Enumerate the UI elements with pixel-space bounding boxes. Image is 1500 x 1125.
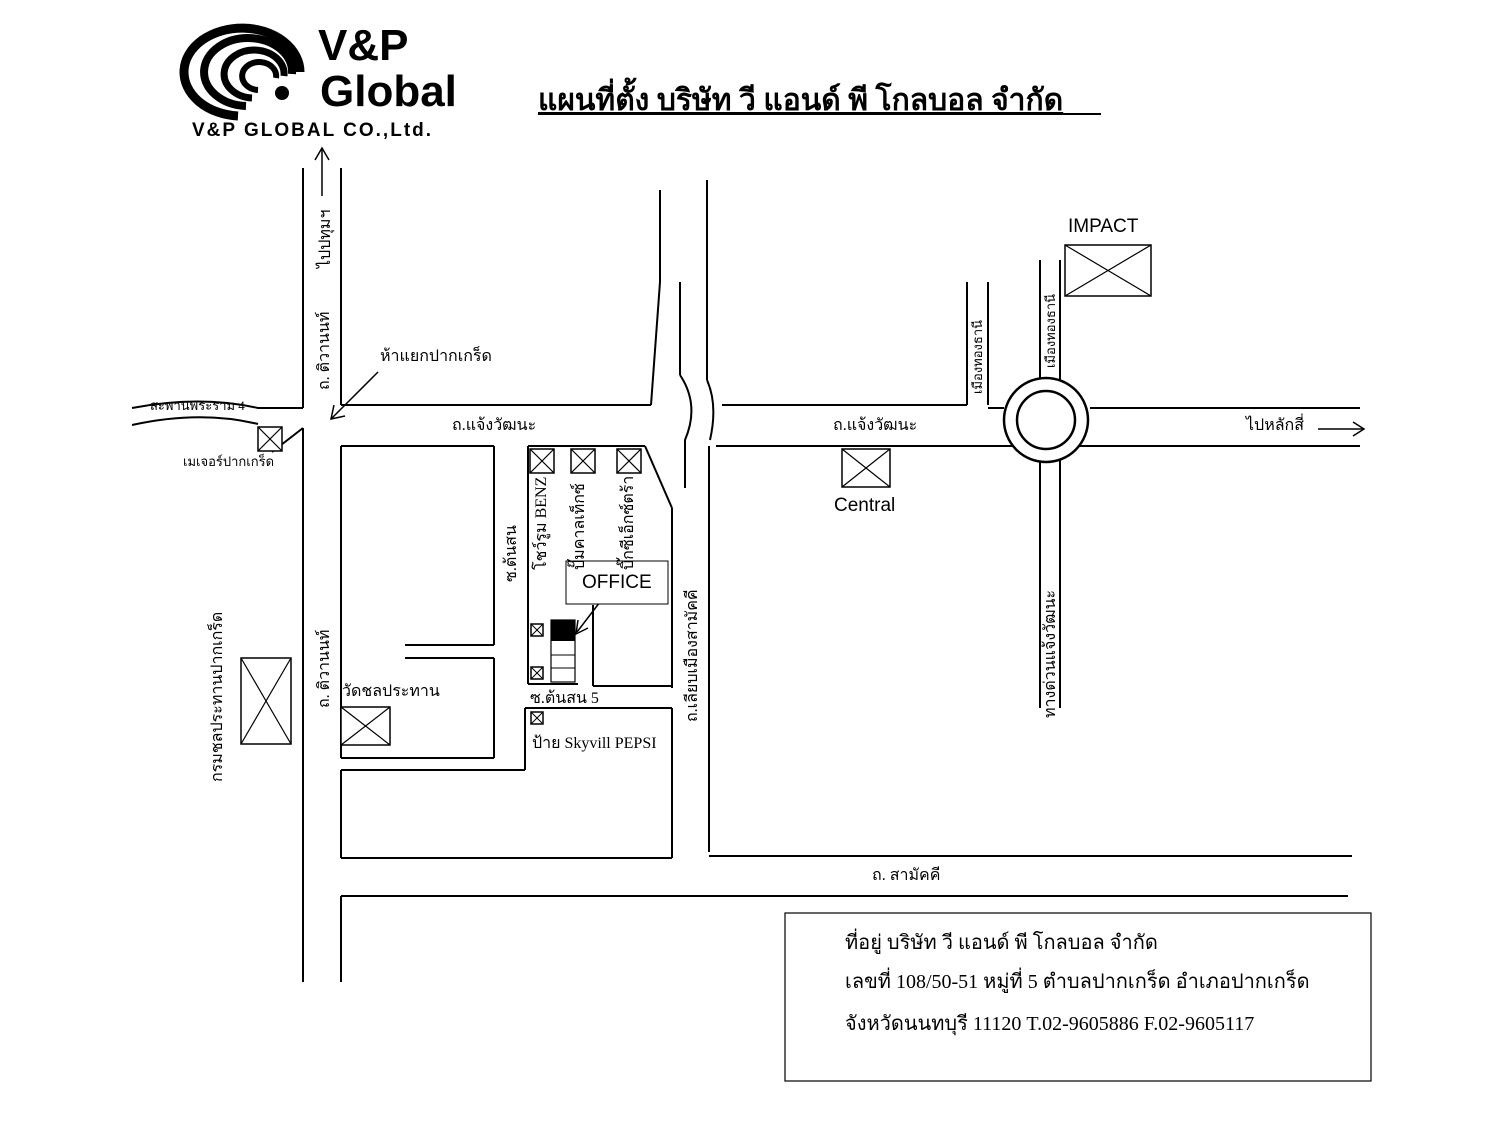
label-impact: IMPACT (1068, 216, 1139, 237)
label-soi-tonson: ซ.ต้นสน (502, 525, 520, 582)
label-liang-muang-samakkhi: ถ.เลียบเมืองสามัคคี (683, 589, 701, 722)
address-line-3: จังหวัดนนทบุรี 11120 T.02-9605886 F.02-9… (845, 1013, 1254, 1036)
label-tiwanon-top: ถ. ติวานนท์ (314, 312, 333, 390)
arrow-to-pathum-icon (314, 146, 330, 196)
label-office: OFFICE (582, 572, 652, 593)
label-wat-chonprathan: วัดชลประทาน (342, 683, 440, 700)
skyvill-sign-marker (530, 711, 544, 725)
arrow-to-intersection-icon (330, 371, 379, 420)
road-network (131, 168, 1360, 982)
company-logo: V&P Global V&P GLOBAL CO.,Ltd. (179, 21, 457, 141)
label-chaengwattana-left: ถ.แจ้งวัฒนะ (452, 416, 536, 434)
label-pakkret-intersection: ห้าแยกปากเกร็ด (380, 345, 492, 365)
logo-brand-vp: V&P (318, 21, 408, 70)
office-callout-box (565, 560, 669, 605)
label-skyvill-sign: ป้าย Skyvill PEPSI (532, 734, 657, 752)
label-to-laksi: ไปหลักสี่ (1244, 413, 1304, 434)
small-marker-2 (530, 666, 544, 680)
page-title: แผนที่ตั้ง บริษัท วี แอนด์ พี โกลบอล จำก… (538, 77, 1063, 117)
major-pakkret-marker (257, 426, 283, 452)
arrow-to-laksi-icon (1318, 421, 1366, 437)
label-chaengwattana-right: ถ.แจ้งวัฒนะ (833, 416, 917, 434)
label-big-c: บิ๊กซีเอ็กซ์ตร้า (616, 476, 637, 570)
office-building (550, 619, 576, 683)
label-samakkhi: ถ. สามัคคี (872, 866, 940, 884)
label-to-pathum: ไปปทุมฯ (315, 210, 335, 270)
central-marker (841, 448, 891, 488)
address-line-1: ที่อยู่ บริษัท วี แอนด์ พี โกลบอล จำกัด (845, 928, 1158, 955)
label-soi-tonson5: ซ.ต้นสน 5 (530, 689, 599, 707)
logo-brand-global: Global (320, 67, 457, 116)
logo-company-name: V&P GLOBAL CO.,Ltd. (192, 120, 433, 141)
impact-marker (1064, 244, 1152, 297)
benz-showroom-marker (529, 448, 555, 474)
wat-chonprathan-marker (340, 706, 391, 746)
label-caltex: ปั๊มคาลเท็กซ์ (567, 483, 588, 570)
label-muang-thong-1: เมืองทองธานี (970, 320, 985, 394)
label-rama4-bridge: สะพานพระราม 4 (150, 398, 245, 413)
label-chaengwattana-expressway: ทางด่วนแจ้งวัฒนะ (1041, 590, 1059, 718)
label-irrigation-dept: กรมชลประทานปากเกร็ด (206, 612, 226, 782)
label-central: Central (834, 495, 895, 516)
label-benz-showroom: โชว์รูม BENZ (531, 477, 551, 570)
address-line-2: เลขที่ 108/50-51 หมู่ที่ 5 ตำบลปากเกร็ด … (845, 967, 1310, 994)
label-major-pakkret: เมเจอร์ปากเกร็ด (183, 452, 274, 469)
irrigation-dept-marker (240, 657, 292, 745)
label-muang-thong-2: เมืองทองธานี (1043, 294, 1058, 368)
address-box: ที่อยู่ บริษัท วี แอนด์ พี โกลบอล จำกัด … (784, 912, 1372, 1082)
arrow-to-office-icon (575, 601, 601, 636)
small-marker-1 (530, 623, 544, 637)
caltex-marker (570, 448, 596, 474)
label-tiwanon-bottom: ถ. ติวานนท์ (314, 630, 333, 708)
swirl-logo-icon (179, 23, 305, 121)
big-c-marker (616, 448, 642, 474)
